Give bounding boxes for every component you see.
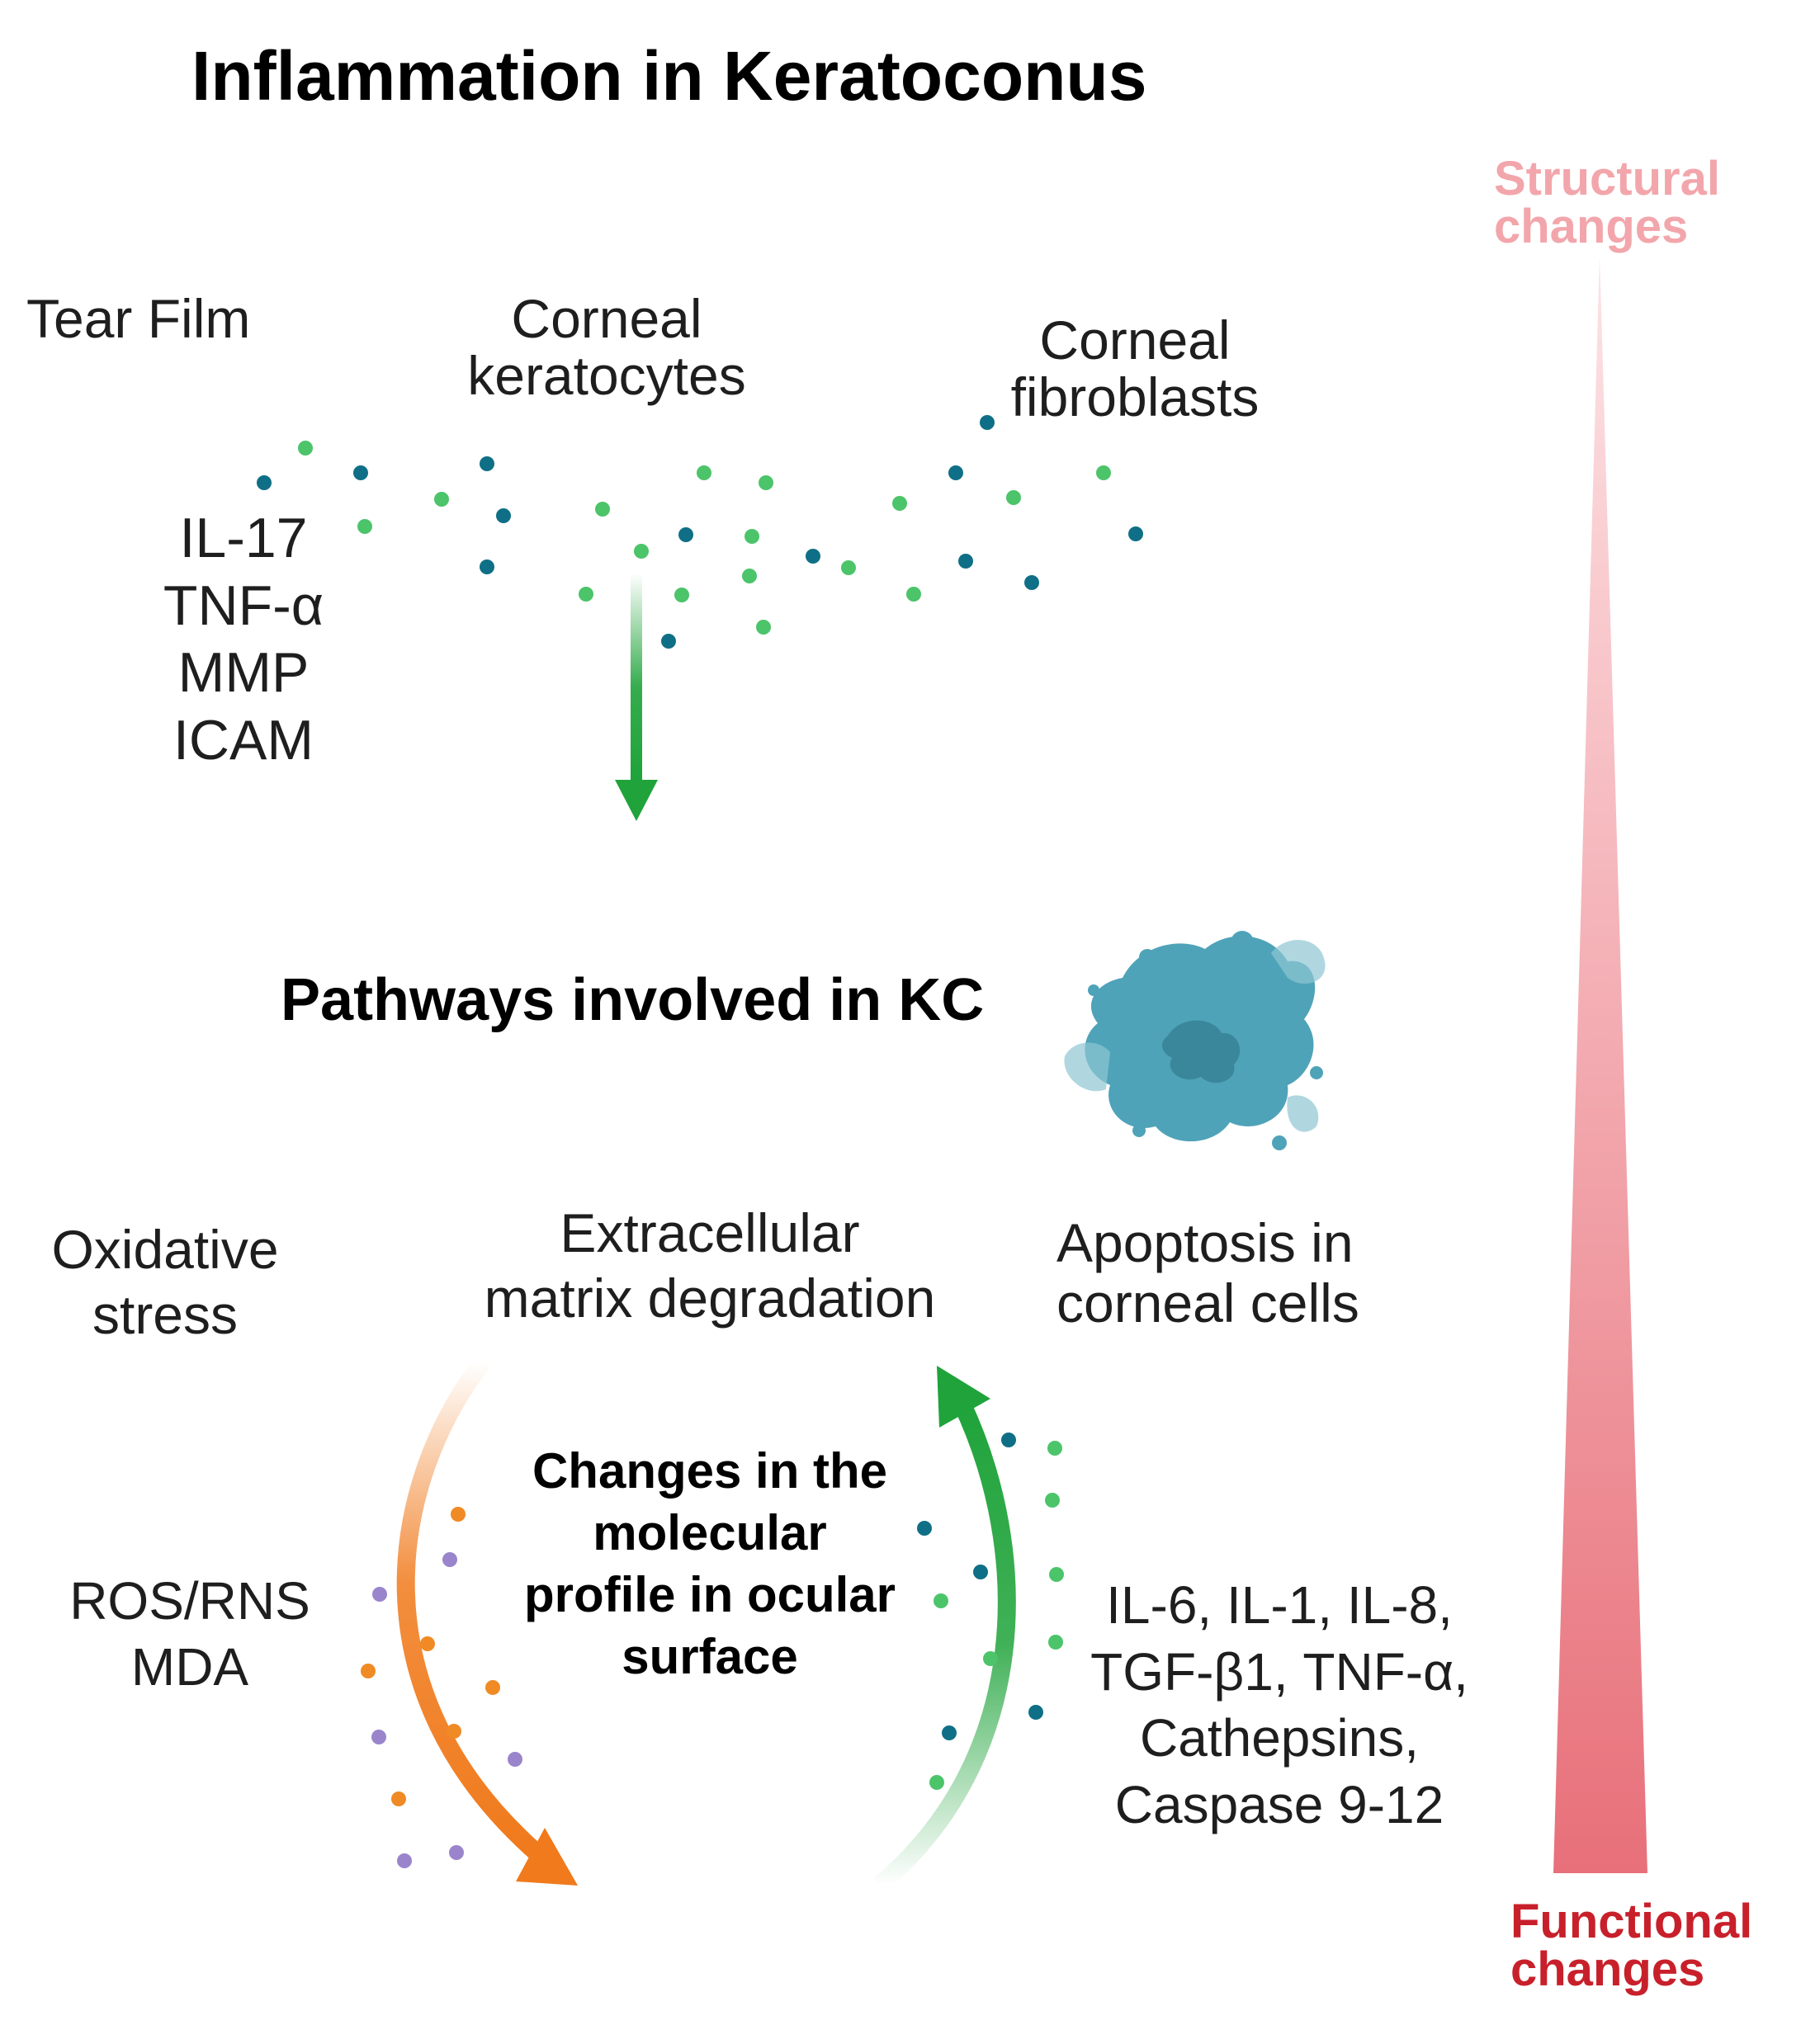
molecule-dot — [980, 415, 995, 430]
molecule-dot — [1128, 526, 1143, 541]
molecule-dot — [1045, 1493, 1060, 1508]
molecule-dot — [496, 508, 511, 523]
molecule-dot — [420, 1636, 435, 1651]
molecule-dot — [1049, 1567, 1064, 1582]
down-arrow — [615, 574, 658, 821]
molecule-dot — [1006, 490, 1021, 505]
pathway-oxidative-stress: Oxidative stress — [51, 1219, 279, 1346]
molecule-dot — [397, 1853, 412, 1868]
molecule-dot — [1096, 465, 1111, 480]
molecule-dot — [634, 544, 649, 559]
molecule-dot — [958, 554, 973, 569]
molecule-dot — [353, 465, 368, 480]
molecule-dot — [372, 1587, 387, 1602]
oxidative-marker-list: ROS/RNS MDA — [69, 1571, 310, 1697]
gradient-wedge — [1553, 256, 1647, 1873]
molecule-dot — [298, 441, 313, 456]
molecule-dot — [934, 1593, 948, 1608]
molecule-dot — [742, 569, 757, 583]
molecule-dot — [480, 456, 494, 471]
pathway-ecm-degradation: Extracellular matrix degradation — [484, 1202, 936, 1329]
center-molecular-profile-text: Changes in the molecular profile in ocul… — [523, 1443, 896, 1684]
molecule-dots — [257, 415, 1143, 1868]
molecule-dot — [1047, 1441, 1062, 1456]
molecule-dot — [917, 1521, 932, 1536]
orange-curved-arrow — [396, 1356, 578, 1886]
structural-changes-label: Structural changes — [1494, 152, 1720, 253]
molecule-dot — [579, 587, 593, 602]
molecule-dot — [449, 1845, 464, 1860]
molecule-dot — [485, 1680, 500, 1695]
green-curved-arrow — [872, 1366, 1016, 1893]
molecule-dot — [447, 1724, 461, 1739]
molecule-dot — [892, 496, 907, 511]
pathways-title: Pathways involved in KC — [281, 967, 985, 1033]
molecule-dot — [906, 587, 921, 602]
molecule-dot — [942, 1725, 957, 1740]
source-corneal-fibroblasts: Corneal fibroblasts — [1010, 309, 1260, 428]
page-title: Inflammation in Keratoconus — [191, 37, 1147, 115]
molecule-dot — [806, 549, 820, 564]
apoptosis-marker-list: IL-6, IL-1, IL-8, TGF-β1, TNF-α, Catheps… — [1090, 1575, 1468, 1834]
molecule-dot — [756, 620, 771, 635]
molecule-dot — [1001, 1433, 1016, 1447]
molecule-dot — [595, 502, 610, 517]
cell-icon — [1064, 931, 1326, 1150]
molecule-dot — [391, 1791, 406, 1806]
molecule-dot — [508, 1752, 522, 1767]
source-tear-film: Tear Film — [26, 288, 251, 349]
molecule-dot — [674, 588, 689, 602]
molecule-dot — [745, 529, 759, 544]
molecule-dot — [1048, 1635, 1063, 1650]
molecule-dot — [678, 527, 693, 542]
molecule-dot — [759, 475, 773, 490]
molecule-dot — [434, 492, 449, 507]
molecule-dot — [973, 1565, 988, 1579]
functional-changes-label: Functional changes — [1510, 1895, 1753, 1996]
molecule-dot — [357, 519, 372, 534]
tear-marker-list: IL-17 TNF-α MMP ICAM — [163, 507, 324, 772]
molecule-dot — [661, 634, 676, 649]
molecule-dot — [1028, 1705, 1043, 1720]
molecule-dot — [451, 1507, 466, 1522]
molecule-dot — [480, 559, 494, 574]
molecule-dot — [442, 1552, 457, 1567]
molecule-dot — [361, 1664, 376, 1678]
molecule-dot — [697, 465, 711, 480]
molecule-dot — [1024, 575, 1039, 590]
molecule-dot — [983, 1651, 998, 1666]
molecule-dot — [371, 1730, 386, 1744]
pathway-apoptosis: Apoptosis in corneal cells — [1056, 1212, 1359, 1334]
source-corneal-keratocytes: Corneal keratocytes — [467, 288, 746, 407]
molecule-dot — [841, 560, 856, 575]
molecule-dot — [929, 1775, 944, 1790]
molecule-dot — [948, 465, 963, 480]
molecule-dot — [257, 475, 272, 490]
